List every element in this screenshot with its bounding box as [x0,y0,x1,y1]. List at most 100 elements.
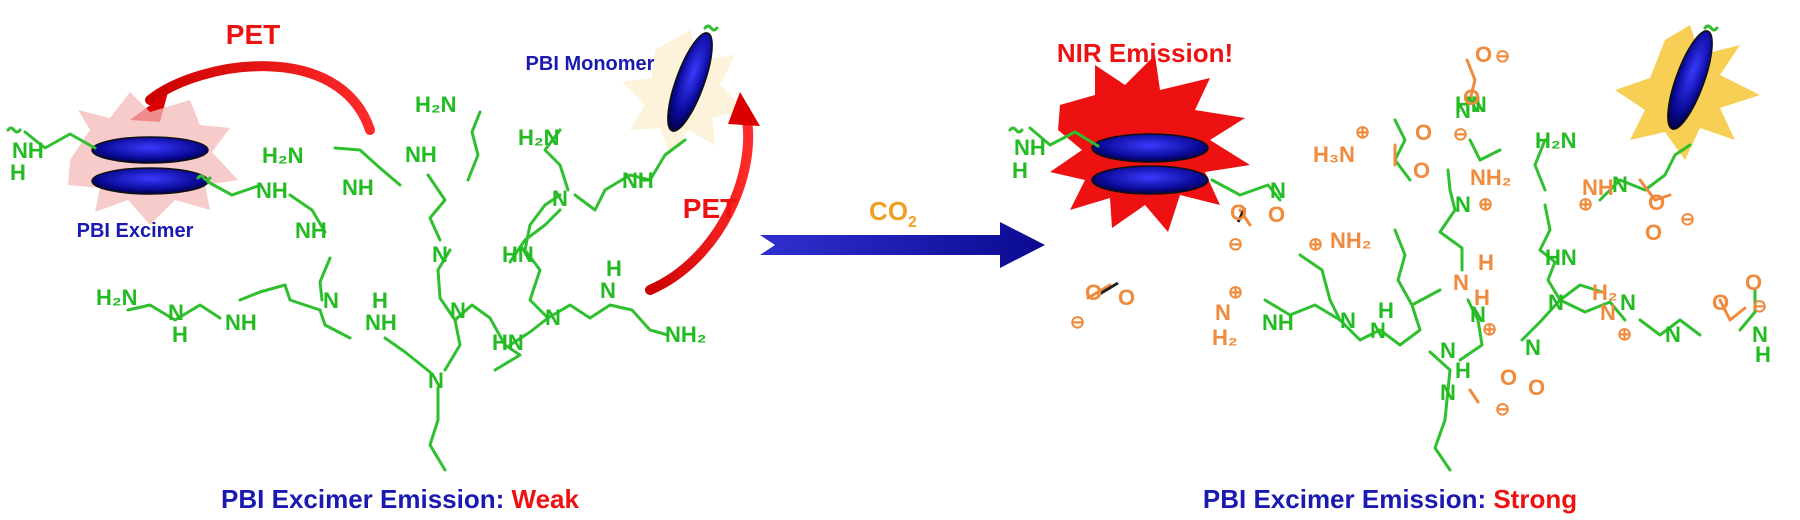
svg-text:N: N [1548,290,1564,315]
svg-text:N: N [1215,300,1231,325]
black-bond-2 [1097,281,1119,297]
svg-text:O: O [1463,85,1480,110]
svg-text:O: O [1230,200,1247,225]
pbi-excimer-label: PBI Excimer [77,220,194,242]
svg-text:H: H [372,288,388,313]
left-caption-prefix: PBI Excimer Emission: [221,484,511,514]
svg-text:N: N [545,305,561,330]
svg-text:N: N [1752,322,1768,347]
svg-text:N: N [1600,300,1616,325]
svg-text:N: N [1440,338,1456,363]
svg-text:NH: NH [1014,135,1046,160]
svg-text:H: H [172,322,188,347]
svg-text:N: N [1665,322,1681,347]
svg-text:NH₂: NH₂ [665,322,707,347]
svg-text:NH: NH [342,175,374,200]
co2-subscript: 2 [908,214,917,231]
right-caption-prefix: PBI Excimer Emission: [1203,484,1493,514]
amine-labels-right: NH H N N H N NH N H N N HN N N HN N N N … [1012,92,1771,405]
svg-text:NH: NH [365,310,397,335]
svg-text:⊖: ⊖ [1680,209,1695,229]
svg-text:N: N [1620,290,1636,315]
svg-text:NH: NH [12,138,44,163]
svg-text:H: H [1478,250,1494,275]
svg-text:H: H [1378,298,1394,323]
right-panel: NIR Emission! [1008,24,1771,514]
svg-text:⊖: ⊖ [1228,234,1243,254]
wavy-bond-excimer [196,174,212,182]
svg-text:N: N [1440,380,1456,405]
left-caption: PBI Excimer Emission: Weak [221,484,579,514]
svg-text:H₂N: H₂N [262,143,304,168]
svg-text:HN: HN [1455,92,1487,117]
svg-text:H₂: H₂ [1592,280,1618,305]
wavy-bond-monomer [703,24,719,32]
svg-text:⊖: ⊖ [1495,46,1510,66]
pet-label-top: PET [226,19,280,50]
svg-text:H₂: H₂ [1212,325,1238,350]
svg-text:⊕: ⊕ [1617,324,1632,344]
svg-text:H₂N: H₂N [518,125,560,150]
carbamate-bonds [1086,58,1747,404]
svg-text:H: H [1012,158,1028,183]
svg-text:⊕: ⊕ [1478,194,1493,214]
svg-text:⊕: ⊕ [1355,122,1370,142]
svg-text:N: N [1453,270,1469,295]
svg-text:N: N [428,368,444,393]
pet-label-right: PET [683,193,737,224]
svg-text:⊕: ⊕ [1482,319,1497,339]
svg-text:N: N [323,288,339,313]
svg-text:O: O [1415,120,1432,145]
svg-text:⊕: ⊕ [1578,194,1593,214]
svg-text:O: O [1528,375,1545,400]
svg-text:O: O [1500,365,1517,390]
svg-text:O: O [1085,280,1102,305]
svg-text:O: O [1413,158,1430,183]
svg-text:N: N [1612,172,1628,197]
svg-text:N: N [1465,92,1481,117]
pbi-monomer-label: PBI Monomer [526,53,655,75]
svg-text:H₃N: H₃N [1313,142,1355,167]
black-bond-1 [1236,207,1247,223]
right-caption: PBI Excimer Emission: Strong [1203,484,1577,514]
svg-text:NH: NH [225,310,257,335]
svg-text:O: O [1118,285,1135,310]
svg-text:H: H [606,256,622,281]
svg-text:O: O [1745,270,1762,295]
svg-text:HN: HN [492,330,524,355]
pbi-excimer-bottom [91,167,209,195]
svg-text:O: O [1268,202,1285,227]
svg-text:NH: NH [405,142,437,167]
pbi-excimer-bottom-right [1091,165,1209,195]
svg-text:N: N [450,298,466,323]
svg-text:N: N [432,242,448,267]
wavy-bond-right-monomer [1703,24,1719,32]
pet-arrow-right [645,92,760,295]
pbi-excimer-top [91,136,209,164]
svg-text:H: H [10,160,26,185]
co2-reagent: CO [869,196,908,226]
amine-labels-left: NH H NH NH N H NH N H₂N N H NH H₂N NH N … [10,92,707,393]
svg-text:NH: NH [256,178,288,203]
svg-text:⊖: ⊖ [1752,296,1767,316]
svg-text:H: H [1455,358,1471,383]
svg-text:N: N [1370,318,1386,343]
dendrimer-right-bonds [1028,118,1757,472]
svg-text:⊖: ⊖ [1453,124,1468,144]
svg-text:H₂N: H₂N [96,285,138,310]
svg-text:N: N [1455,192,1471,217]
svg-text:O: O [1475,42,1492,67]
nir-emission-label: NIR Emission! [1057,38,1233,68]
pbi-excimer-top-right [1091,133,1209,163]
svg-text:N: N [1525,335,1541,360]
svg-text:⊕: ⊕ [1228,282,1243,302]
svg-text:O: O [1712,290,1729,315]
svg-text:N: N [1455,98,1471,123]
svg-text:N: N [552,186,568,211]
svg-text:O: O [1648,190,1665,215]
svg-text:N: N [1470,302,1486,327]
svg-text:H₂N: H₂N [1535,128,1577,153]
pbi-monomer [667,32,713,132]
svg-text:⊕: ⊕ [1308,234,1323,254]
